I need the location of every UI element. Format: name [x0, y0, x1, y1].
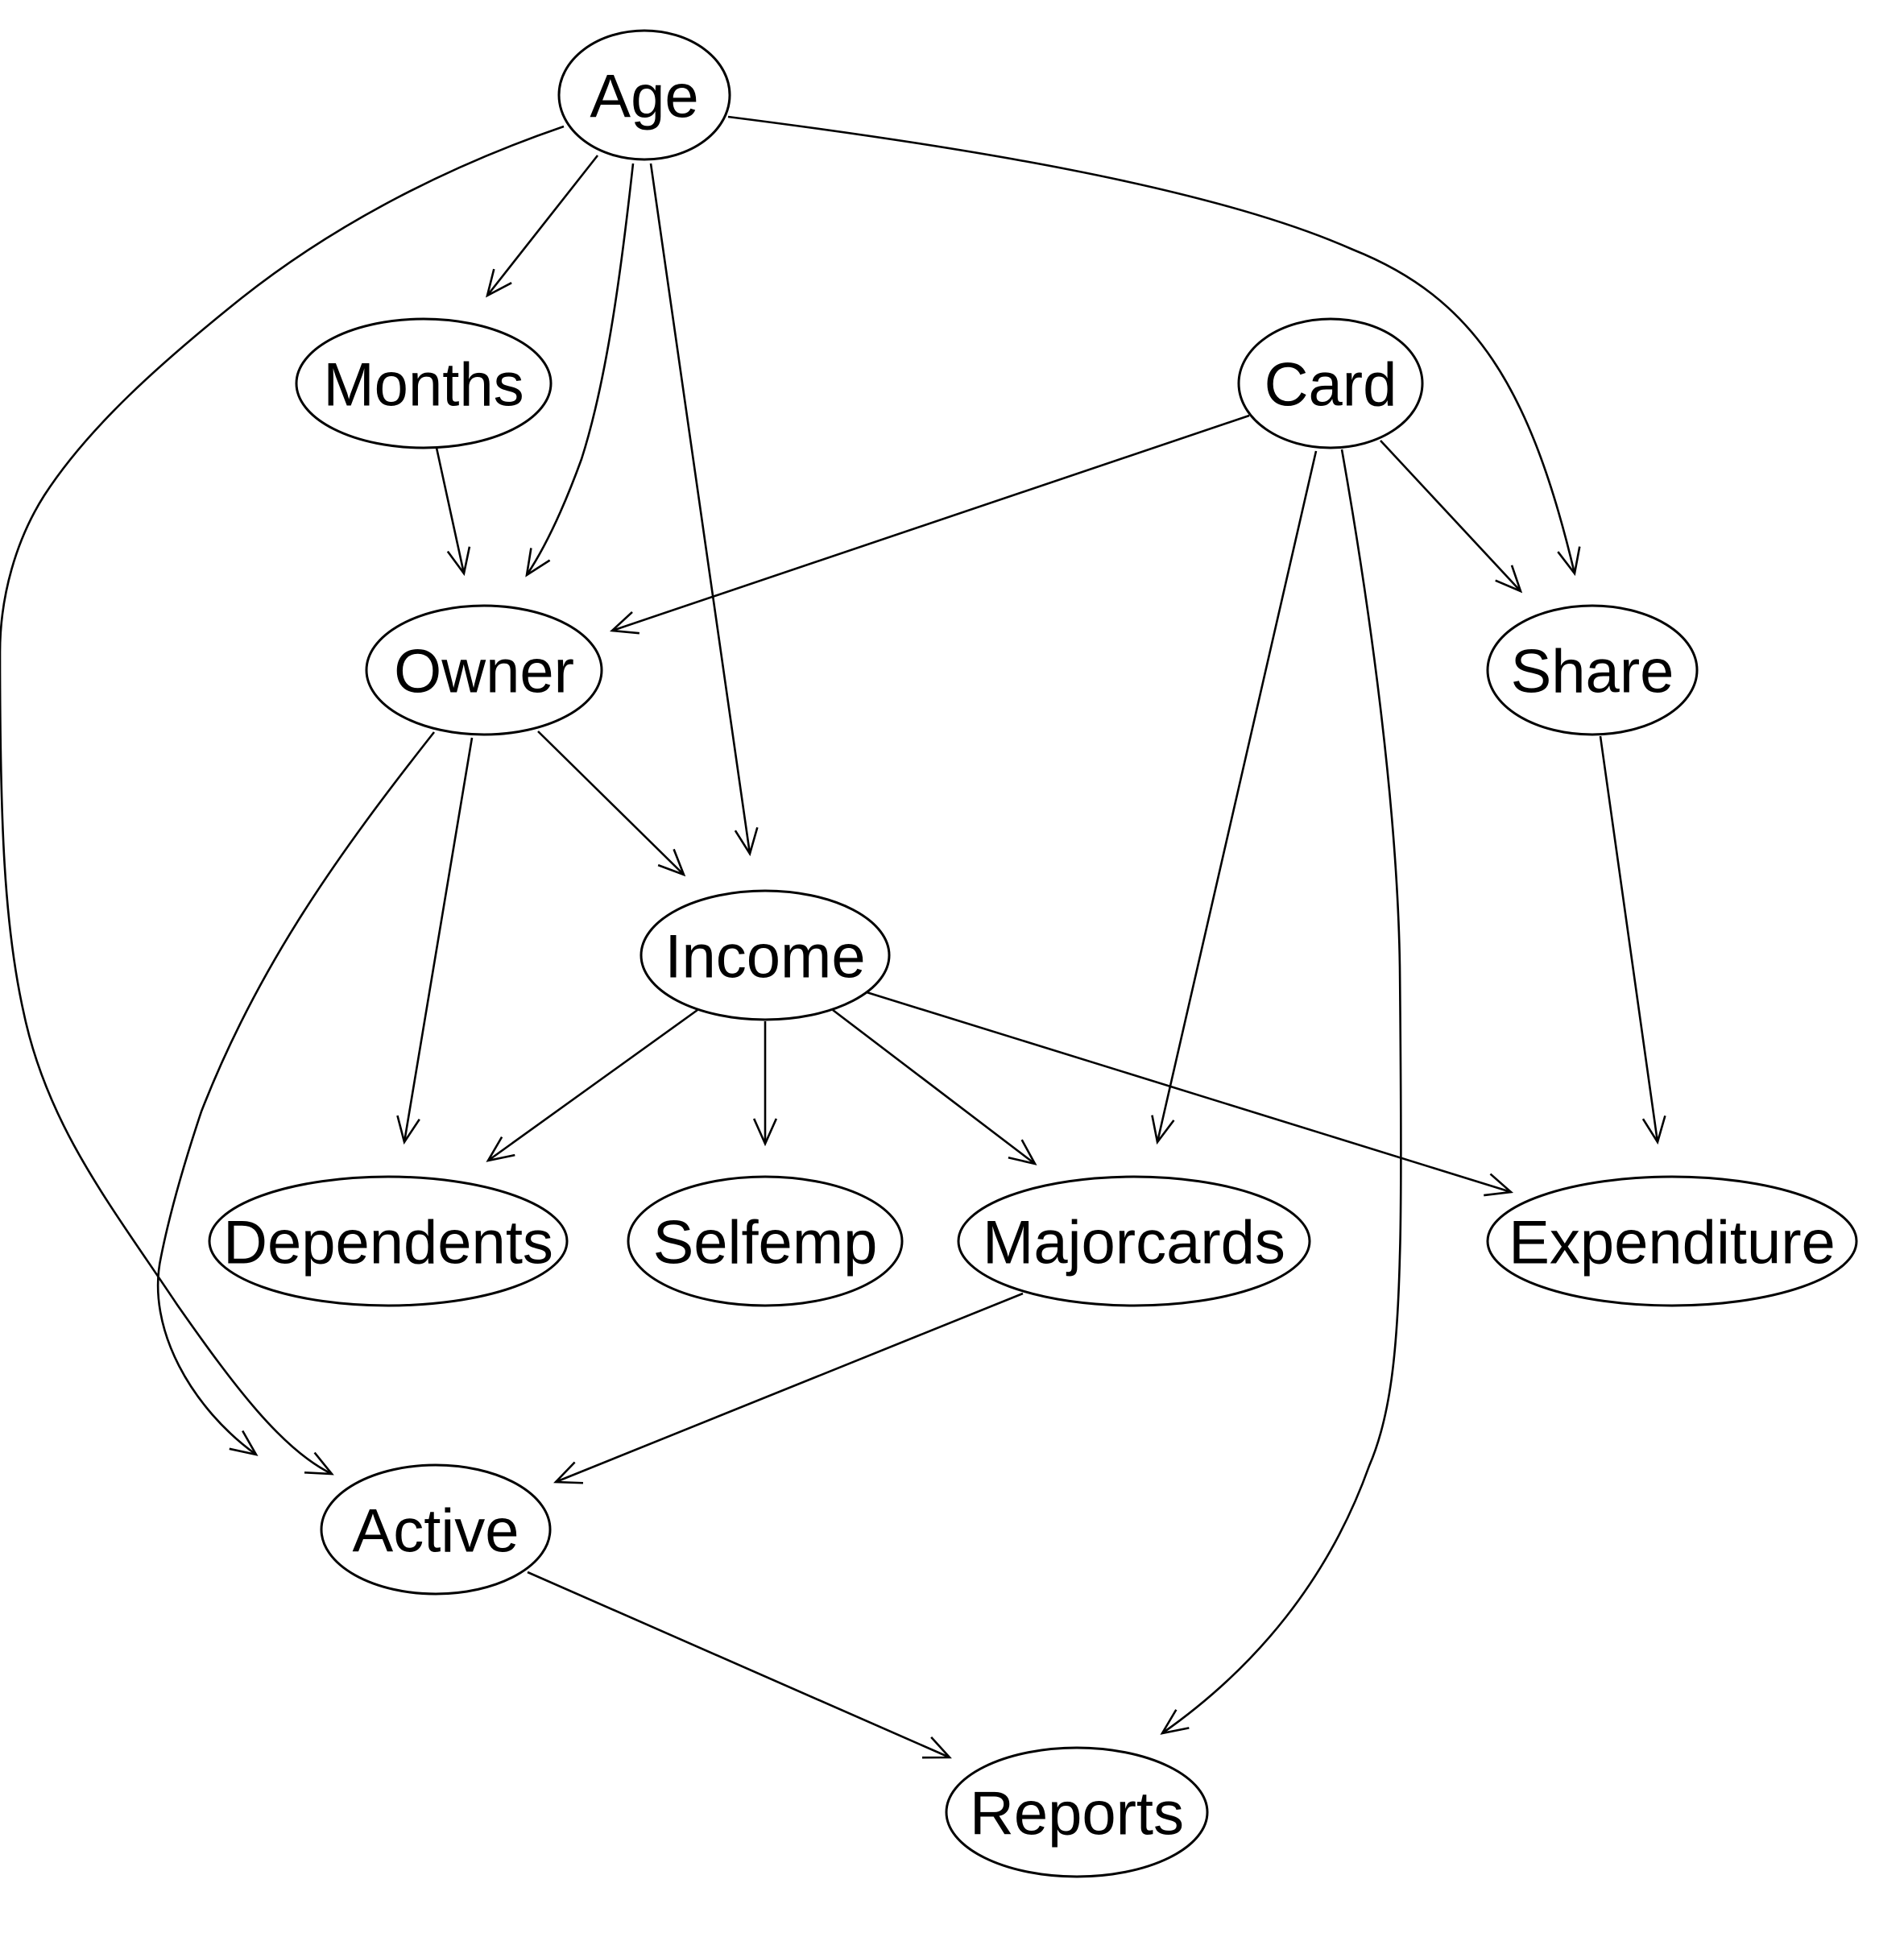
- node-label: Reports: [970, 1780, 1184, 1848]
- arrowhead: [1641, 1115, 1666, 1145]
- node-selfemp: Selfemp: [627, 1175, 904, 1307]
- node-label: Expenditure: [1509, 1209, 1836, 1277]
- node-label: Card: [1265, 351, 1397, 420]
- node-age: Age: [557, 29, 731, 161]
- arrowhead: [486, 1136, 515, 1162]
- edge-age-to-share: [727, 115, 1581, 577]
- edges-layer: [0, 115, 1666, 1759]
- node-ellipse: [295, 317, 553, 449]
- edge-months-to-owner: [435, 447, 471, 577]
- arrowhead: [1160, 1709, 1190, 1735]
- edge-age-to-active: [0, 125, 565, 1476]
- node-dependents: Dependents: [208, 1175, 569, 1307]
- edge-age-to-months: [486, 155, 599, 298]
- edge-income-to-dependents: [486, 1008, 698, 1162]
- edge-age-to-income: [649, 163, 759, 857]
- node-ellipse: [557, 29, 731, 161]
- edge-income-to-majorcards: [832, 1008, 1037, 1165]
- node-ellipse: [945, 1746, 1209, 1878]
- arrowhead: [1151, 1115, 1175, 1145]
- arrowhead: [752, 1118, 778, 1147]
- arrowhead: [525, 548, 551, 577]
- arrowhead: [1484, 1173, 1514, 1197]
- node-owner: Owner: [365, 604, 603, 736]
- node-reports: Reports: [945, 1746, 1209, 1878]
- edge-card-to-owner: [609, 414, 1250, 635]
- arrowhead: [1495, 565, 1523, 594]
- node-expenditure: Expenditure: [1486, 1175, 1858, 1307]
- node-label: Share: [1511, 638, 1674, 706]
- edge-owner-to-dependents: [396, 737, 474, 1145]
- node-ellipse: [957, 1175, 1311, 1307]
- node-ellipse: [639, 889, 891, 1021]
- edge-active-to-reports: [527, 1571, 952, 1759]
- node-ellipse: [365, 604, 603, 736]
- arrowhead: [304, 1451, 334, 1476]
- node-label: Months: [323, 351, 524, 420]
- edge-income-to-expenditure: [866, 991, 1514, 1197]
- edge-card-to-share: [1380, 440, 1523, 594]
- arrowhead: [229, 1430, 259, 1456]
- node-label: Dependents: [223, 1209, 553, 1277]
- node-ellipse: [627, 1175, 904, 1307]
- edge-age-to-owner: [525, 163, 635, 577]
- node-label: Majorcards: [983, 1209, 1285, 1277]
- arrowhead: [396, 1115, 420, 1145]
- node-active: Active: [320, 1463, 552, 1596]
- node-ellipse: [1486, 604, 1699, 736]
- arrowhead: [657, 848, 686, 877]
- arrowhead: [921, 1736, 952, 1759]
- arrowhead: [1557, 546, 1581, 577]
- node-share: Share: [1486, 604, 1699, 736]
- node-months: Months: [295, 317, 553, 449]
- node-income: Income: [639, 889, 891, 1021]
- arrowhead: [609, 611, 639, 635]
- edge-share-to-expenditure: [1599, 735, 1666, 1145]
- arrowhead: [446, 546, 471, 577]
- arrowhead: [553, 1461, 584, 1484]
- node-majorcards: Majorcards: [957, 1175, 1311, 1307]
- node-card: Card: [1237, 317, 1424, 449]
- node-ellipse: [208, 1175, 569, 1307]
- node-ellipse: [1486, 1175, 1858, 1307]
- node-label: Selfemp: [653, 1209, 878, 1277]
- edge-owner-to-income: [537, 731, 686, 877]
- arrowhead: [486, 268, 512, 298]
- node-label: Owner: [394, 638, 574, 706]
- node-ellipse: [1237, 317, 1424, 449]
- edge-majorcards-to-active: [553, 1292, 1024, 1484]
- node-label: Income: [664, 923, 865, 991]
- node-ellipse: [320, 1463, 552, 1596]
- edge-income-to-selfemp: [752, 1021, 778, 1147]
- node-label: Active: [353, 1497, 519, 1566]
- edge-card-to-majorcards: [1151, 450, 1318, 1145]
- arrowhead: [734, 826, 759, 857]
- arrowhead: [1008, 1139, 1037, 1165]
- edge-card-to-reports: [1160, 449, 1402, 1735]
- edge-owner-to-active: [156, 731, 436, 1456]
- node-label: Age: [590, 63, 698, 131]
